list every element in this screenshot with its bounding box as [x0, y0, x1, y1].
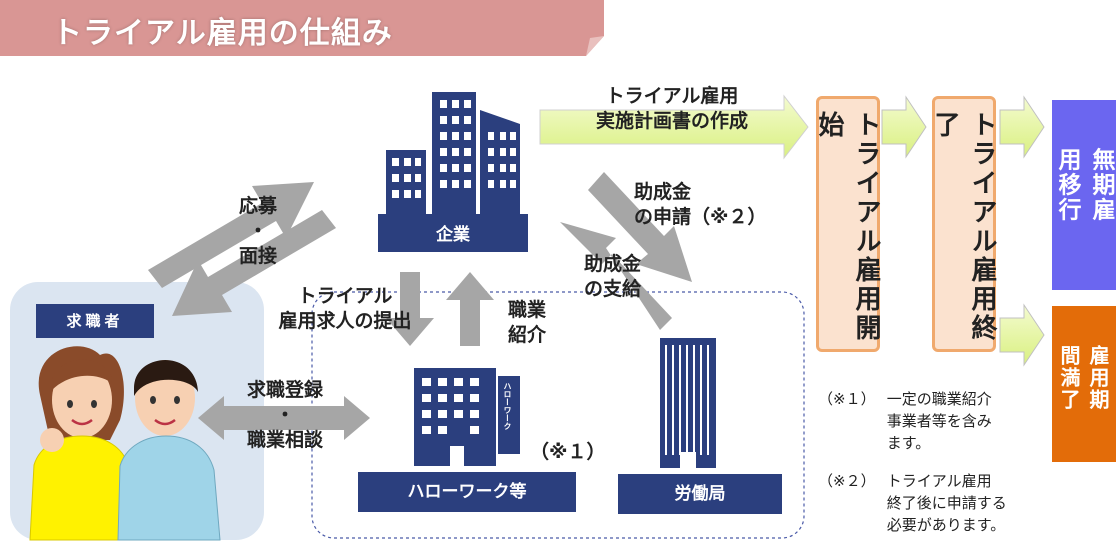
- subsidy-application-label: 助成金 の申請（※２）: [634, 181, 767, 228]
- title-banner: [0, 0, 604, 56]
- job-offer-arrow: [386, 272, 434, 346]
- subsidy-payment-arrow: [560, 222, 672, 330]
- hello-work-label: ハローワーク等: [358, 472, 576, 512]
- labor-bureau-building-icon: [660, 338, 716, 468]
- trial-start-box: トライアル雇用開始: [814, 96, 881, 352]
- chevron-2: [999, 95, 1045, 159]
- footnote-1: （※１） 一定の職業紹介 事業者等を含み ます。: [818, 390, 992, 452]
- job-seeker-label: 求職者: [36, 304, 154, 338]
- hello-work-note: （※１）: [530, 441, 606, 463]
- chevron-3: [999, 303, 1045, 367]
- company-windows: [392, 100, 516, 198]
- chevron-1: [881, 95, 927, 159]
- registration-arrow: [198, 396, 370, 440]
- plan-arrow: [539, 94, 809, 160]
- apply-arrow: [148, 182, 314, 288]
- labor-bureau-label: 労働局: [618, 474, 782, 514]
- footnote-2: （※２） トライアル雇用 終了後に申請する 必要があります。: [818, 472, 1007, 534]
- apply-interview-label: 応募 ・ 面接: [238, 195, 277, 267]
- indefinite-employment-box: 無期雇用移行: [1052, 100, 1116, 290]
- referral-arrow: [446, 272, 494, 346]
- job-seekers-illustration: [29, 346, 221, 541]
- page-title: トライアル雇用の仕組み: [52, 16, 393, 51]
- registration-consultation-label: 求職登録 ・ 職業相談: [246, 379, 323, 451]
- job-referral-label: 職業 紹介: [508, 299, 547, 346]
- subsidy-application-arrow: [588, 172, 692, 282]
- plan-creation-label: トライアル雇用 実施計画書の作成: [595, 85, 748, 132]
- trial-end-box: トライアル雇用終了: [930, 96, 997, 352]
- employment-expired-box: 雇用期間満了: [1052, 306, 1116, 462]
- interview-return-arrow: [172, 210, 336, 316]
- trial-job-offer-label: トライアル 雇用求人の提出: [278, 285, 412, 332]
- subsidy-payment-label: 助成金 の支給: [584, 253, 642, 300]
- company-label: 企業: [378, 218, 528, 252]
- hello-work-sign: ハローワーク: [503, 382, 512, 430]
